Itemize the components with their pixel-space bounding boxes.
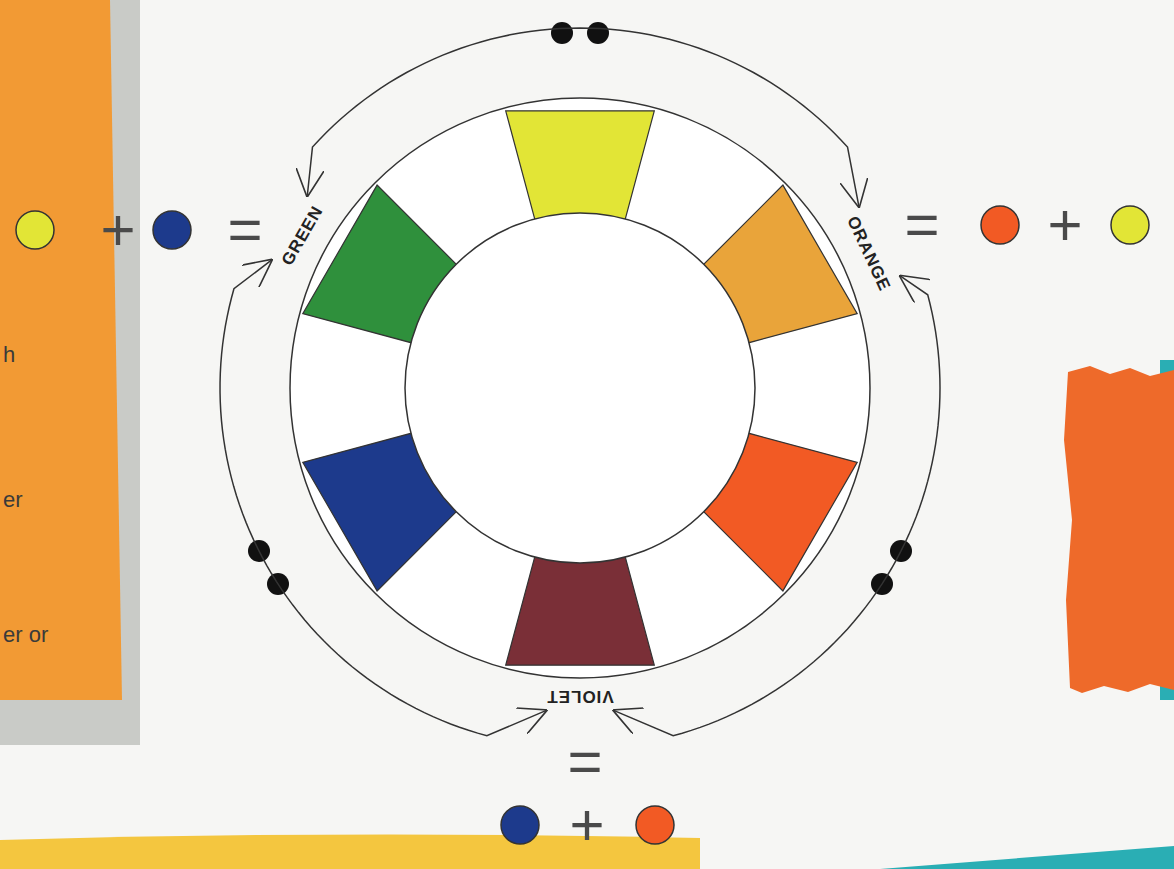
violet-segment <box>506 557 655 665</box>
color-label: VIOLET <box>541 682 618 711</box>
equals-sign: = <box>567 732 602 792</box>
plus-sign: + <box>569 795 604 855</box>
equals-sign: = <box>227 200 262 260</box>
panel-shadow <box>0 0 140 745</box>
teal-band <box>880 846 1174 869</box>
dot <box>551 22 573 44</box>
plus-sign: + <box>1047 195 1082 255</box>
color-name: VIOLET <box>546 687 613 706</box>
color-label: GREEN <box>272 196 335 276</box>
wheel-segments <box>303 111 857 665</box>
mixing-arrow <box>307 28 859 207</box>
yellow-paint-circle <box>16 211 54 249</box>
blue-paint-circle <box>153 211 191 249</box>
yellow-segment <box>506 111 655 219</box>
red-paint-circle <box>636 806 674 844</box>
panel-text: er or <box>3 624 48 646</box>
yellow-paint-circle <box>1111 206 1149 244</box>
mixing-arrow <box>220 260 546 736</box>
red-paint-circle <box>981 206 1019 244</box>
dot <box>587 22 609 44</box>
panel-text: h <box>3 344 15 366</box>
panel-text: er <box>3 489 23 511</box>
mixing-arrow <box>614 276 940 736</box>
blue-paint-circle <box>501 806 539 844</box>
wheel-outer-ring <box>290 98 870 678</box>
color-name: ORANGE <box>842 214 893 295</box>
paint-circles <box>16 206 1149 844</box>
plus-sign: + <box>100 200 135 260</box>
wheel-inner-ring <box>405 213 755 563</box>
equals-sign: = <box>904 195 939 255</box>
color-name: GREEN <box>279 203 328 269</box>
double-dots <box>248 22 912 595</box>
torn-paper <box>1064 366 1174 693</box>
connectors <box>220 28 940 736</box>
side-panel <box>0 0 122 700</box>
color-label: ORANGE <box>836 207 900 301</box>
